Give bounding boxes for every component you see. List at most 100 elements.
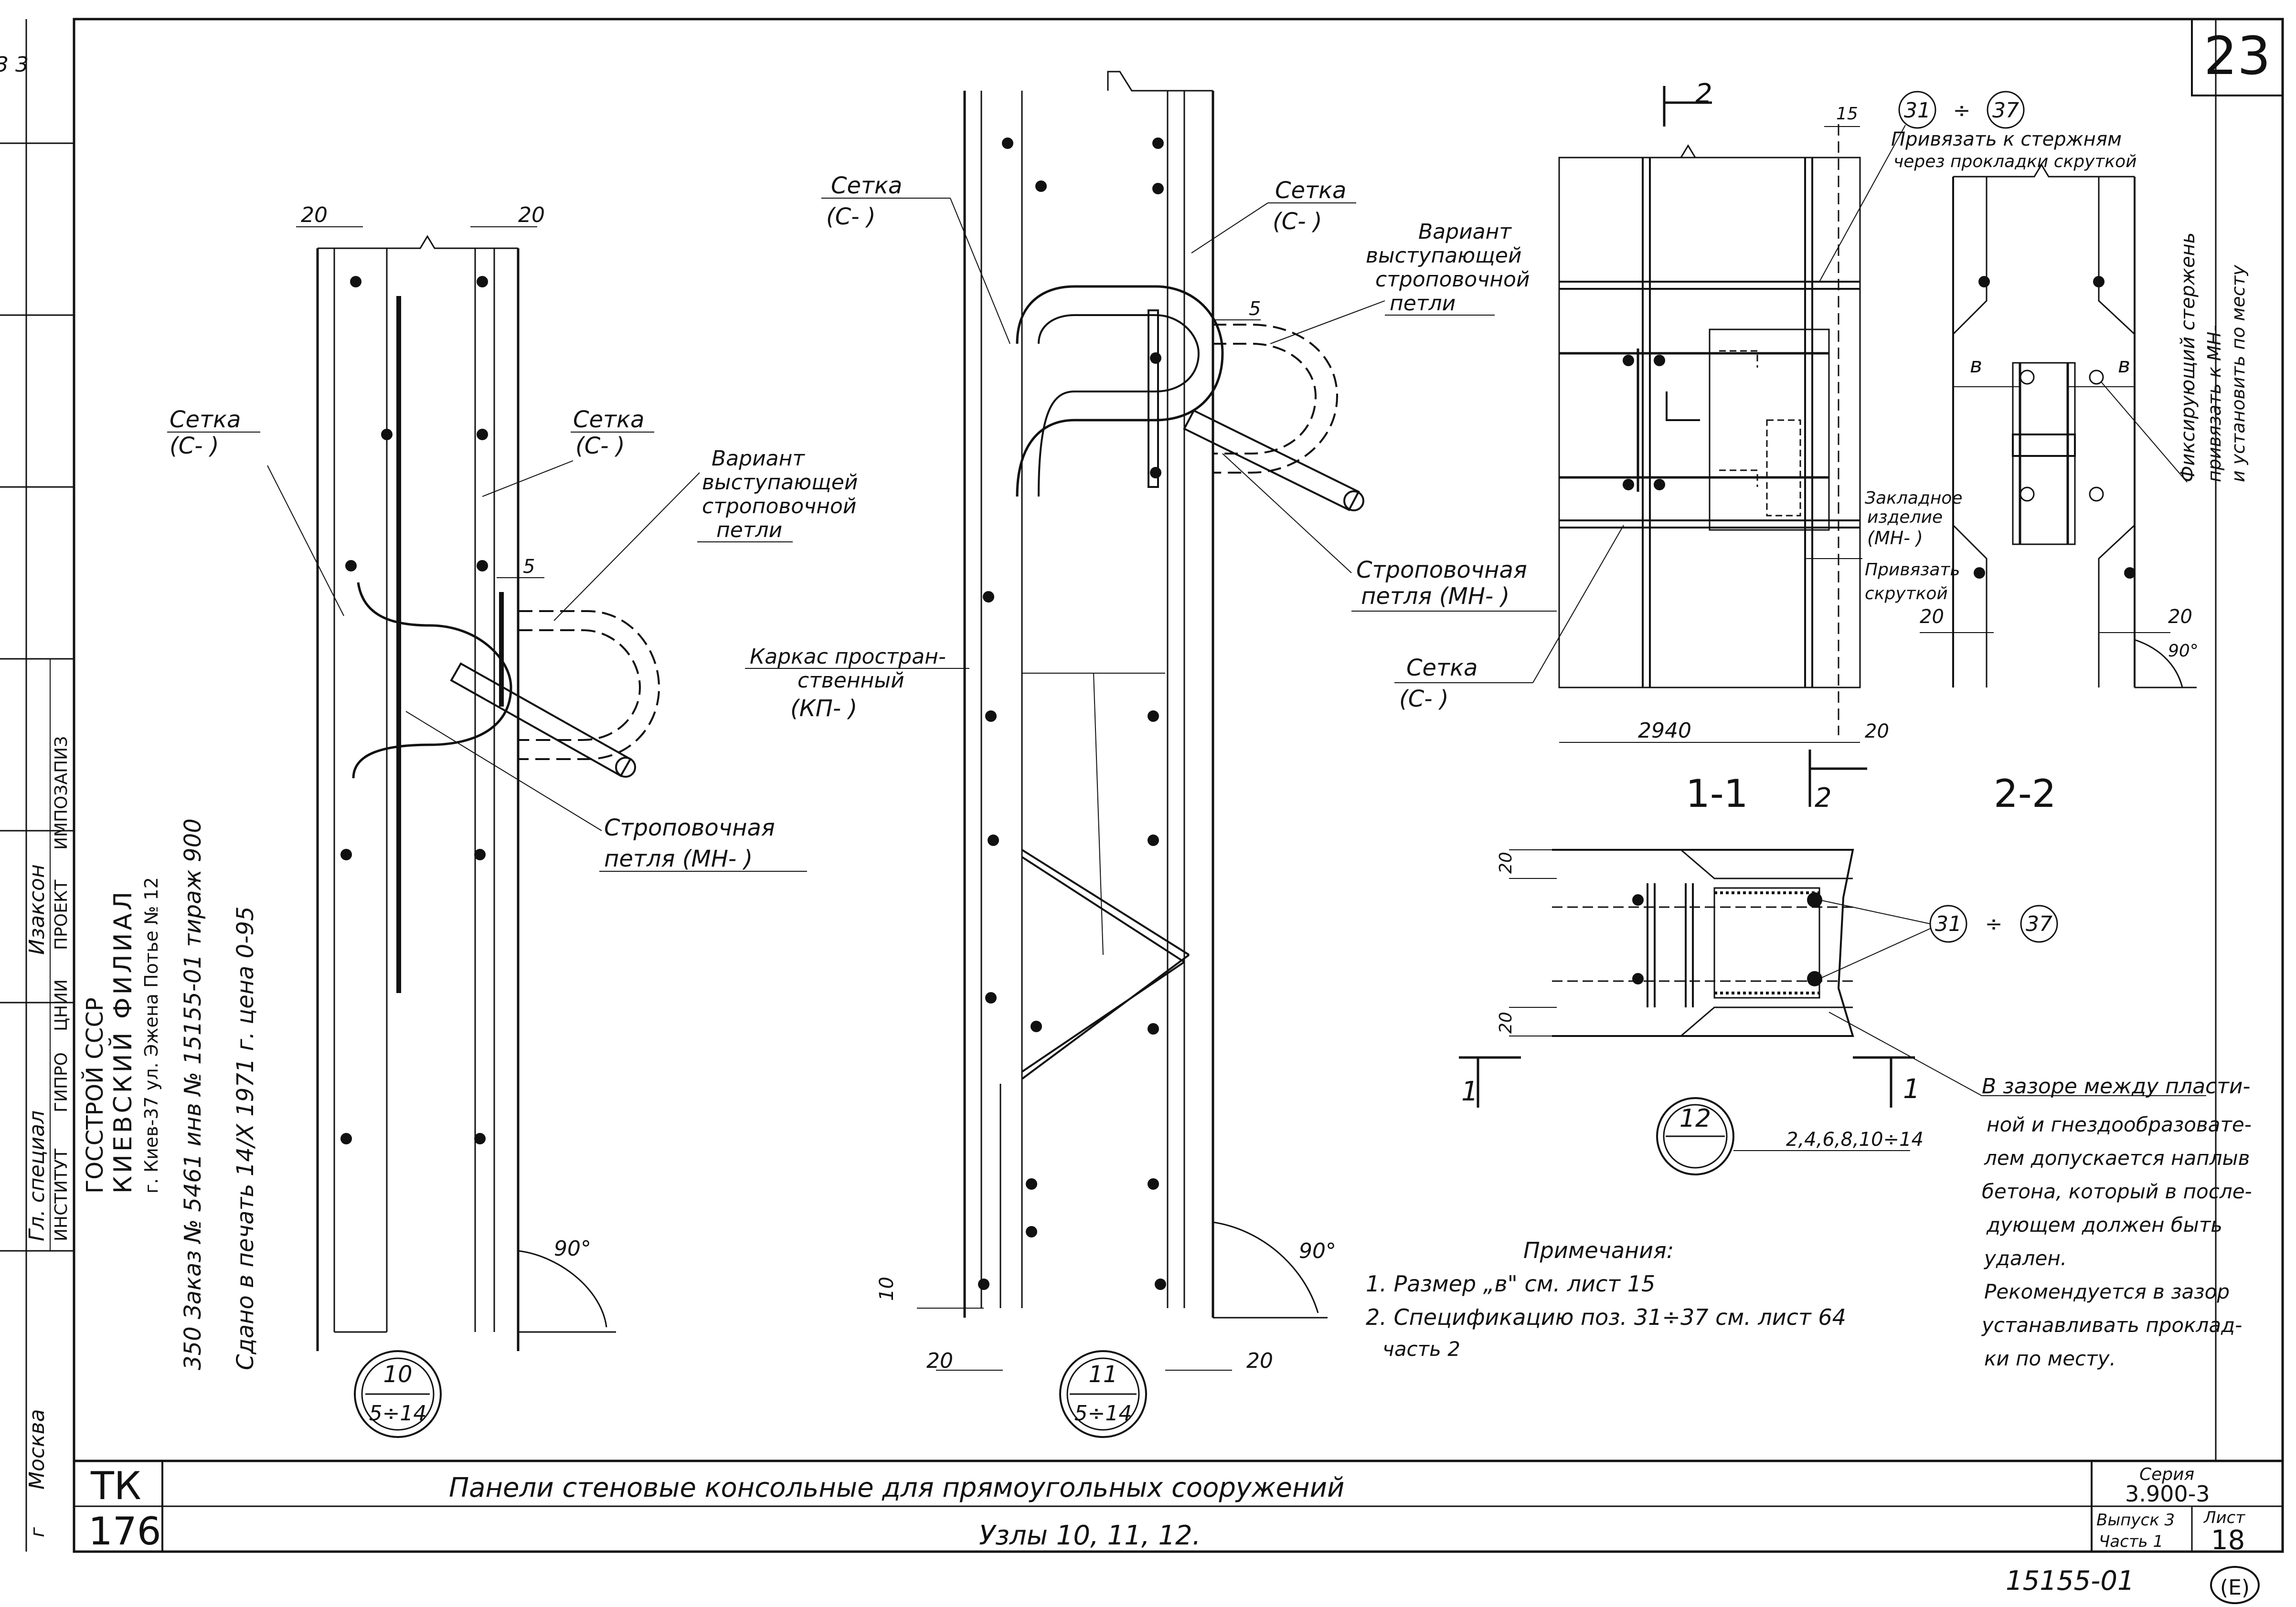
d11-setka-left-code: (С- ) (826, 203, 876, 230)
notes-item-3: часть 2 (1382, 1337, 1460, 1361)
s22-dim-b-left: в (1970, 353, 1982, 378)
d11-variant-1: Вариант (1418, 220, 1512, 244)
margin-top-mark: 3 3 (0, 53, 29, 77)
d10-dim-left: 20 (301, 203, 328, 227)
d10-setka-right-code: (С- ) (575, 433, 625, 459)
notes-title: Примечания: (1523, 1237, 1674, 1263)
d11-loop: Строповочная (1356, 557, 1527, 583)
sheet-frame: 23 (73, 18, 2284, 1553)
d12-callout-end: 37 (2026, 912, 2052, 936)
stamp-gipro: ГИПРО (52, 1052, 71, 1112)
gap-note-8: устанавливать проклад- (1981, 1313, 2242, 1337)
part-label: Часть 1 (2099, 1532, 2163, 1551)
publisher-address: г. Киев-37 ул. Эжена Потье № 12 (141, 877, 162, 1194)
title-main: Панели стеновые консольные для прямоугол… (449, 1472, 1344, 1503)
section-1-1: 2 2 1-1 2940 20 15 31 ÷ 37 Привязать к с… (1394, 78, 2137, 816)
d11-variant-2: выступающей (1366, 243, 1521, 268)
publisher-org: ГОССТРОЙ СССР (81, 997, 108, 1194)
publisher-order: 350 Заказ № 5461 инв № 15155-01 тираж 90… (180, 818, 206, 1370)
d10-setka-left: Сетка (170, 406, 241, 433)
issue-label: Выпуск 3 (2096, 1511, 2175, 1530)
d10-marker-top: 10 (383, 1361, 412, 1388)
d10-dim-right: 20 (518, 203, 545, 227)
s11-tie-1: Привязать (1865, 560, 1960, 580)
s22-note-2: привязать к МН- (2204, 325, 2225, 482)
d11-karkas-2: ственный (797, 668, 904, 693)
series-label: Серия (2139, 1465, 2194, 1484)
s22-dim-b-right: в (2118, 353, 2130, 378)
stamp-institute: ИНСТИТУТ (52, 1148, 71, 1241)
title-sub: Узлы 10, 11, 12. (979, 1520, 1201, 1551)
d10-dim-5: 5 (523, 556, 535, 578)
left-margin-stamp: 3 3 Гл. специал Изаксон ИНСТИТУТ ГИПРО Ц… (0, 19, 74, 1552)
d10-marker-bottom: 5÷14 (369, 1401, 427, 1426)
d10-variant-1: Вариант (712, 446, 805, 471)
d11-marker-top: 11 (1088, 1361, 1117, 1388)
notes-item-2: 2. Спецификацию поз. 31÷37 см. лист 64 (1366, 1304, 1846, 1330)
gap-note-2: ной и гнездообразовате- (1987, 1113, 2252, 1136)
s22-angle: 90° (2168, 641, 2199, 661)
d12-marker-ref: 2,4,6,8,10÷14 (1786, 1129, 1924, 1151)
d11-setka-right-code: (С- ) (1273, 208, 1322, 235)
detail-11: 5 20 20 10 90° Сетка (С- ) Сетка (С- ) В… (745, 71, 1557, 1438)
d11-marker-bottom: 5÷14 (1074, 1401, 1132, 1426)
series-value: 3.900-3 (2125, 1481, 2210, 1507)
d12-cut-right: 1 (1903, 1074, 1920, 1105)
gap-note-9: ки по месту. (1984, 1347, 2116, 1370)
footer-code: 15155-01 (2006, 1565, 2135, 1596)
gap-note-5: дующем должен быть (1986, 1213, 2222, 1237)
d11-loop-code: петля (МН- ) (1361, 583, 1509, 610)
d12-cut-left: 1 (1461, 1076, 1478, 1107)
footer-mark: (Е) (2220, 1575, 2250, 1600)
d10-angle: 90° (554, 1237, 591, 1261)
gap-note-7: Рекомендуется в зазор (1984, 1280, 2230, 1303)
section-2-2: в в 20 20 90° 2-2 Фиксирующий стержень п… (1920, 163, 2249, 816)
s11-cut-bottom: 2 (1815, 782, 1832, 814)
footer-mark-ring (2210, 1566, 2260, 1604)
s11-dim-20: 20 (1865, 720, 1889, 742)
sheet-label: Лист (2203, 1508, 2245, 1527)
stamp-role: Гл. специал (25, 1110, 49, 1241)
d10-loop: Строповочная (604, 814, 775, 841)
d11-dim-right: 20 (1246, 1349, 1273, 1373)
publisher-branch: КИЕВСКИЙ ФИЛИАЛ (108, 889, 138, 1194)
detail-12: 20 20 31 ÷ 37 1 1 12 2,4,6,8,10÷14 (1459, 849, 2058, 1175)
title-block: ТК 176 Панели стеновые консольные для пр… (74, 1459, 2283, 1556)
s11-setka-code: (С- ) (1399, 686, 1449, 712)
s11-cut-top: 2 (1695, 78, 1712, 109)
d11-angle: 90° (1299, 1239, 1336, 1263)
d11-karkas-3: (КП- ) (790, 695, 857, 722)
s11-callout-start: 31 (1904, 98, 1931, 123)
sheet-value: 18 (2211, 1525, 2245, 1556)
d11-setka-right: Сетка (1275, 177, 1346, 204)
s11-tie-2: скруткой (1865, 584, 1948, 603)
d11-dim-left: 20 (926, 1349, 953, 1373)
d11-setka-left: Сетка (831, 172, 902, 199)
gap-note-1: В зазоре между пласти- (1982, 1074, 2250, 1099)
s22-dim-20-right: 20 (2168, 606, 2192, 628)
d11-dim-5: 5 (1249, 298, 1261, 320)
s22-dim-20-left: 20 (1920, 606, 1944, 628)
s11-label: 1-1 (1686, 772, 1748, 816)
sheet-number-top: 23 (2204, 25, 2271, 86)
d11-variant-3: строповочной (1375, 267, 1530, 292)
s11-dim-15: 15 (1836, 104, 1858, 124)
s11-callout-end: 37 (1992, 98, 2019, 123)
title-code-bottom: 176 (88, 1509, 161, 1554)
s11-note-bind-2: через прокладки скруткой (1893, 152, 2137, 171)
s22-note-1: Фиксирующий стержень (2177, 233, 2199, 482)
d12-callout-sep: ÷ (1985, 912, 2003, 936)
title-code-top: ТК (90, 1464, 141, 1508)
d10-loop-code: петля (МН- ) (604, 846, 753, 872)
gap-note-6: удален. (1983, 1247, 2067, 1270)
stamp-impozapiz: ИМПОЗАПИЗ (52, 736, 71, 850)
margin-city: Москва (25, 1409, 49, 1490)
s11-setka: Сетка (1406, 655, 1478, 681)
d11-variant-4: петли (1390, 291, 1456, 316)
s11-embedded-1: Закладное (1865, 488, 1963, 508)
notes-item-1: 1. Размер „в" см. лист 15 (1366, 1271, 1655, 1297)
stamp-proekt: ПРОЕКТ (52, 879, 71, 950)
d11-dim-10: 10 (876, 1277, 898, 1301)
s11-callout-sep: ÷ (1953, 98, 1971, 123)
